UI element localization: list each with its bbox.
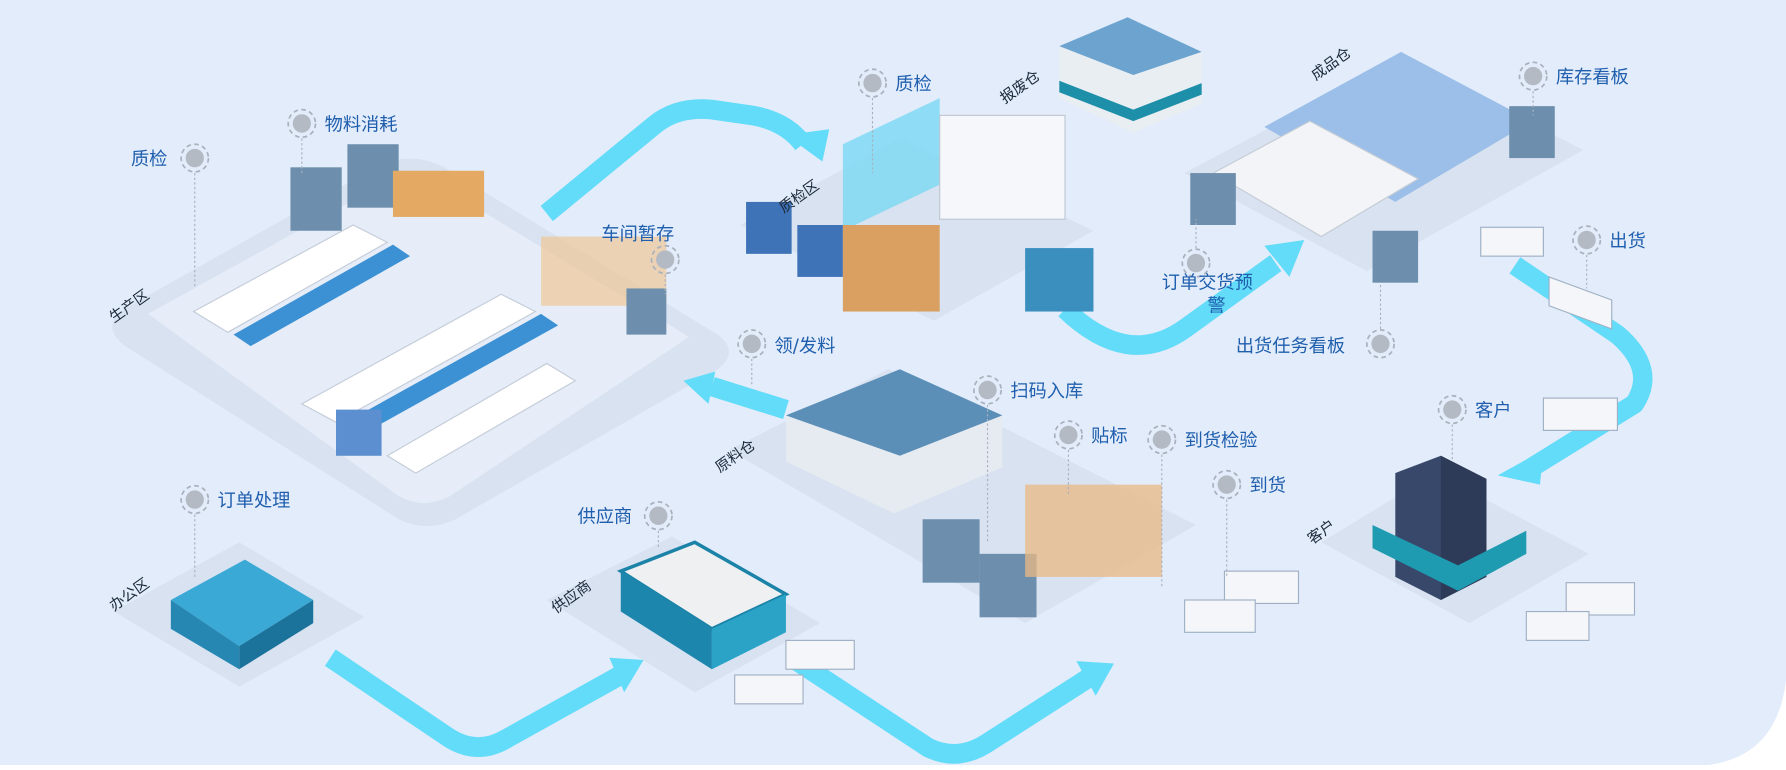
cargo-boxes: [842, 225, 940, 312]
flow-arrow-qc-to-finished: [1058, 240, 1305, 355]
pin-icon: [1059, 425, 1078, 445]
scrap-warehouse-building: [1059, 17, 1202, 133]
cargo-boxes: [392, 170, 485, 217]
pin-material-issue[interactable]: 领/发料: [737, 329, 836, 387]
pin-label: 质检: [895, 74, 931, 95]
pin-delivery-warning[interactable]: 订单交货预 警: [1162, 219, 1253, 317]
truck: [1565, 582, 1636, 616]
hologram-screen: [842, 98, 940, 231]
pin-material-consumption[interactable]: 物料消耗: [287, 108, 398, 174]
pin-label: 到货: [1250, 475, 1286, 496]
pin-order-processing[interactable]: 订单处理: [180, 484, 291, 577]
truck: [1548, 276, 1613, 330]
pin-inventory-board[interactable]: 库存看板: [1518, 61, 1629, 116]
pin-icon: [1524, 66, 1543, 86]
pin-label: 到货检验: [1185, 430, 1258, 451]
monitor-screen: [336, 409, 382, 456]
monitor-screen: [347, 144, 399, 208]
monitor-screen: [1190, 173, 1236, 225]
pin-icon: [1217, 475, 1236, 494]
pin-label: 车间暂存: [601, 224, 674, 245]
pin-label: 质检: [131, 149, 167, 170]
pin-label: 订单交货预: [1162, 272, 1253, 293]
pin-icon: [742, 334, 761, 354]
pin-icon: [656, 250, 675, 269]
flow-arrow-production-to-qc: [540, 99, 830, 222]
flow-arrow-office-to-supplier: [324, 649, 644, 757]
customer-building: [1372, 455, 1527, 600]
pin-workshop-buffer[interactable]: 车间暂存: [601, 224, 680, 295]
pin-icon: [863, 73, 882, 93]
monitor-screen: [797, 225, 843, 277]
pin-label: 订单处理: [218, 490, 291, 511]
truck: [1542, 397, 1618, 431]
pin-icon: [1186, 253, 1206, 273]
monitor-screen: [746, 201, 792, 254]
pin-qc-production[interactable]: 质检: [131, 143, 210, 289]
trucks: [734, 226, 1636, 705]
pin-label: 扫码入库: [1010, 381, 1083, 402]
pin-icon: [1443, 400, 1462, 419]
forklift: [1025, 248, 1094, 312]
pin-icon: [1371, 334, 1390, 354]
pin-label: 出货任务看板: [1236, 336, 1345, 357]
pin-label: 警: [1207, 295, 1225, 316]
pin-arrival[interactable]: 到货: [1212, 469, 1286, 577]
flow-arrow-supplier-to-arrival: [786, 649, 1114, 764]
truck: [1184, 599, 1256, 633]
truck: [785, 639, 855, 670]
pallet-stack: [939, 114, 1066, 220]
pin-label: 领/发料: [775, 336, 836, 357]
label-shelves: [1025, 484, 1162, 577]
flow-arrow-shipping-to-customer: [1497, 257, 1653, 485]
pin-arrival-inspection[interactable]: 到货检验: [1147, 424, 1258, 589]
flow-arrow-material-issue: [683, 371, 789, 419]
monitor-screen: [922, 519, 980, 583]
pin-label: 物料消耗: [325, 114, 398, 135]
monitor-screen: [290, 167, 342, 231]
monitor-screen: [1372, 230, 1419, 283]
truck: [1480, 226, 1544, 257]
pin-label: 供应商: [577, 507, 632, 528]
pin-customer[interactable]: 客户: [1437, 394, 1512, 462]
pin-icon: [185, 490, 204, 509]
pin-label: 出货: [1609, 231, 1645, 252]
pin-icon: [1152, 430, 1171, 449]
pin-label: 贴标: [1091, 426, 1127, 447]
pin-labeling[interactable]: 贴标: [1053, 420, 1128, 497]
pin-qc-inspection[interactable]: 质检: [857, 68, 932, 174]
pin-shipping[interactable]: 出货: [1572, 225, 1646, 289]
pin-scan-inbound[interactable]: 扫码入库: [973, 375, 1083, 543]
office-desks: [170, 559, 314, 670]
truck: [734, 674, 804, 705]
monitor-screen: [1509, 106, 1555, 159]
pin-supplier[interactable]: 供应商: [577, 501, 673, 549]
production-line-illustration: [192, 144, 667, 474]
finished-warehouse-racks: [1190, 51, 1555, 283]
pin-icon: [292, 114, 311, 133]
qc-area-illustration: [746, 98, 1094, 312]
pin-icon: [649, 506, 668, 525]
pin-icon: [1577, 230, 1596, 250]
truck: [1525, 610, 1590, 641]
supplier-building: [616, 540, 790, 670]
pin-label: 客户: [1475, 400, 1511, 421]
pin-label: 库存看板: [1556, 67, 1629, 88]
truck: [1223, 570, 1300, 605]
monitor-screen: [626, 288, 667, 335]
pin-icon: [185, 148, 204, 168]
pin-icon: [978, 380, 997, 400]
pin-shipping-task-board[interactable]: 出货任务看板: [1236, 282, 1396, 359]
raw-warehouse-building: [785, 369, 1162, 618]
